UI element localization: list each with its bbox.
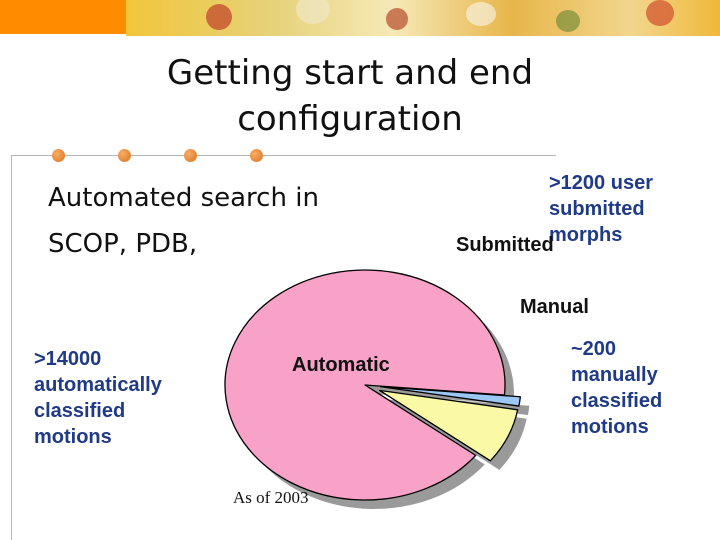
header-flower-banner xyxy=(126,0,720,36)
decor-dot xyxy=(52,149,65,162)
pie-slice-submitted xyxy=(379,389,519,462)
slide-title: Getting start and end configuration xyxy=(110,50,590,142)
pie-label-automatic: Automatic xyxy=(292,354,390,376)
decor-dot xyxy=(250,149,263,162)
header-orange-bar xyxy=(0,0,126,34)
divider-vertical xyxy=(11,155,12,540)
bullet-text: Automated search in SCOP, PDB, xyxy=(48,175,319,267)
slide-title-line-2: configuration xyxy=(237,99,463,139)
footnote-as-of: As of 2003 xyxy=(233,488,309,507)
divider-horizontal xyxy=(11,155,556,156)
decor-dot xyxy=(118,149,131,162)
annotation-manual: ~200 manually classified motions xyxy=(571,338,663,438)
annotation-user-submitted: >1200 user submitted morphs xyxy=(549,172,653,246)
decor-dot xyxy=(184,149,197,162)
annotation-automatic: >14000 automatically classified motions xyxy=(34,348,162,448)
bullet-line-2: SCOP, PDB, xyxy=(48,229,198,259)
slide-title-line-1: Getting start and end xyxy=(166,53,534,93)
pie-label-submitted: Submitted xyxy=(456,234,554,256)
pie-label-manual: Manual xyxy=(520,296,589,318)
bullet-line-1: Automated search in xyxy=(48,183,319,213)
pie-slice-automatic xyxy=(224,269,506,501)
pie-slice-manual xyxy=(380,386,521,407)
